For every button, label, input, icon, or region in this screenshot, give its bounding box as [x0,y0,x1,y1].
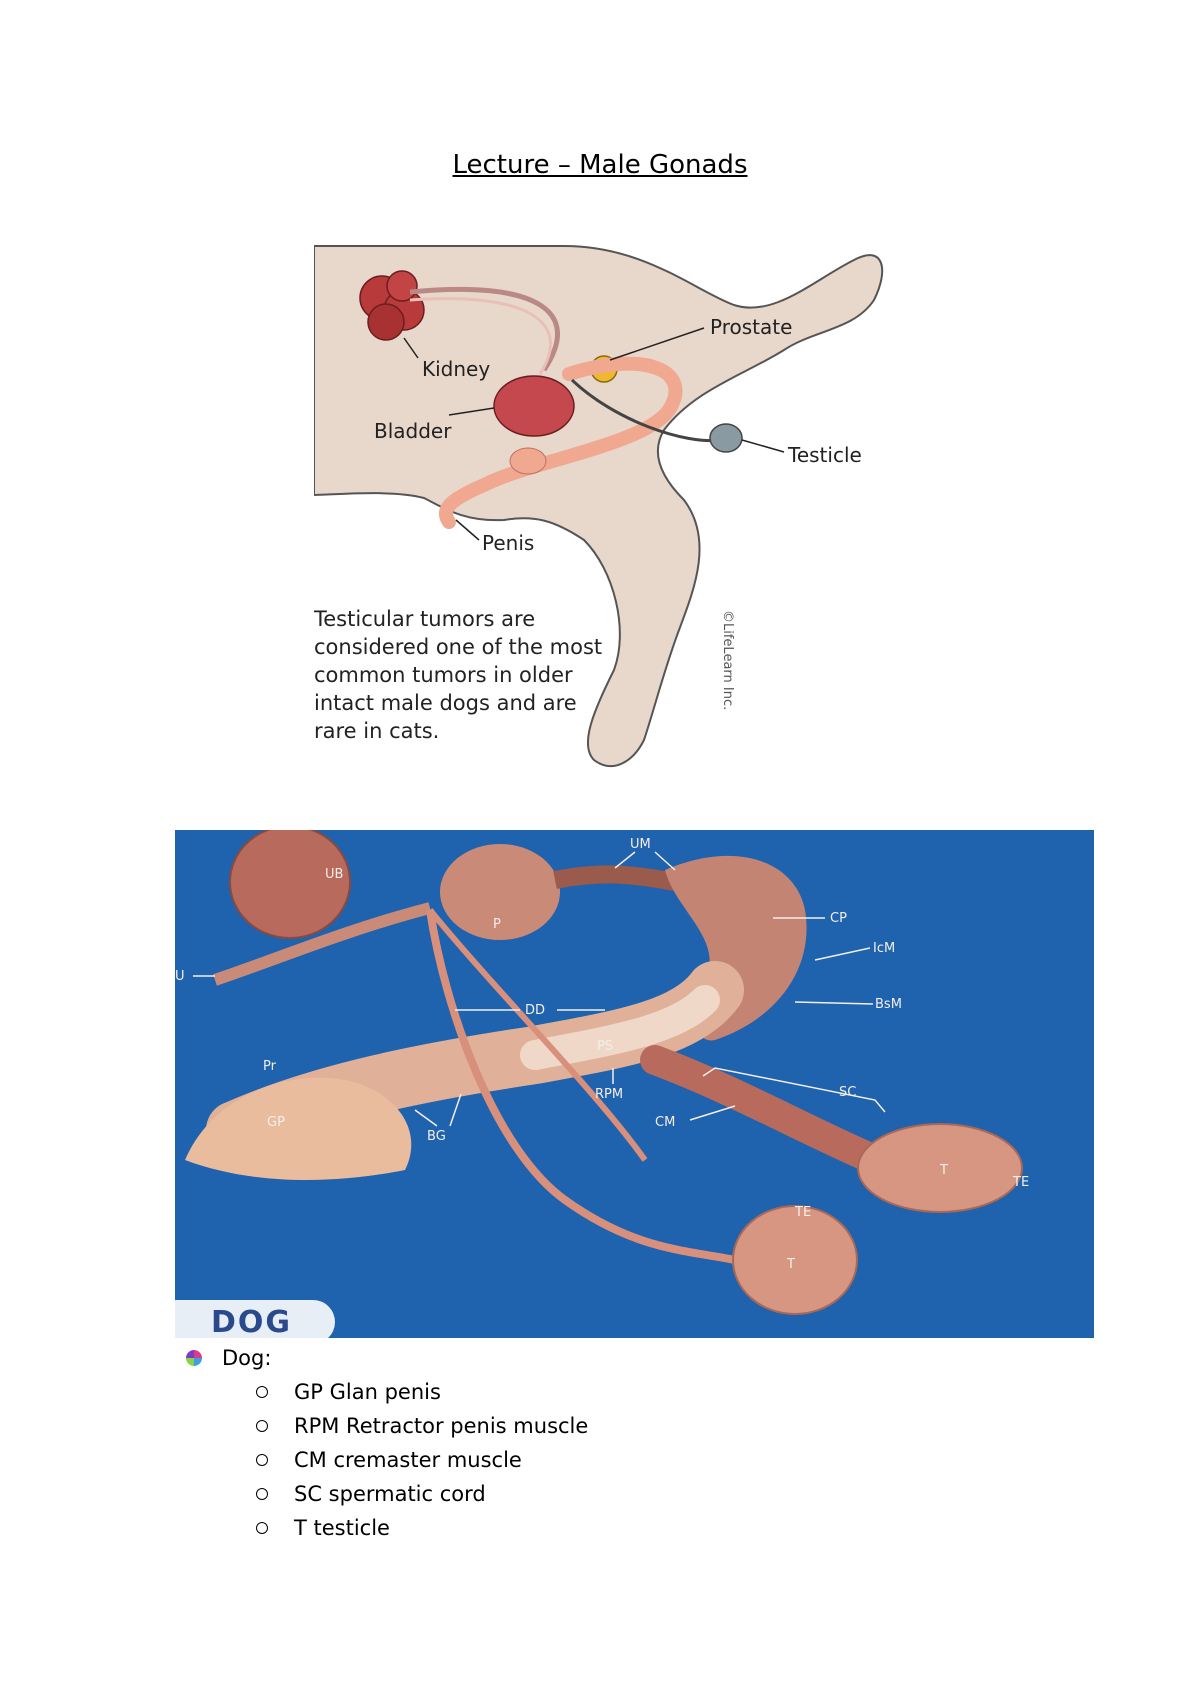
list-item: RPM Retractor penis muscle [256,1414,588,1438]
bladder-shape [493,375,575,437]
caption-line: rare in cats. [314,719,439,743]
label-kidney: Kidney [422,357,490,381]
circle-bullet-icon [256,1522,268,1534]
list-heading: Dog: [222,1346,272,1370]
circle-bullet-icon [256,1420,268,1432]
list-item: SC spermatic cord [256,1482,486,1506]
list-item-label: GP Glan penis [294,1380,441,1404]
tag-sc: SC [839,1085,856,1100]
tag-p: P [493,917,501,932]
tag-bsm: BsM [875,997,902,1012]
tag-t-bottom: T [786,1257,795,1272]
label-prostate: Prostate [710,315,792,339]
penis-shape [439,356,683,529]
tag-um: UM [630,837,651,852]
dog-dissection-photo: UB UM P CP IcM U DD BsM PS Pr RPM SC CM … [175,830,1094,1338]
tag-rpm: RPM [595,1087,623,1102]
glans-penis-shape [185,1077,412,1180]
prostate-shape [440,844,560,940]
testicle-bottom-shape [732,1205,858,1315]
list-item-label: T testicle [294,1516,390,1540]
list-item: GP Glan penis [256,1380,441,1404]
caption-line: considered one of the most [314,635,602,659]
list-item: T testicle [256,1516,390,1540]
circle-bullet-icon [256,1454,268,1466]
label-bladder: Bladder [374,419,452,443]
list-item-label: SC spermatic cord [294,1482,486,1506]
tag-ub: UB [325,867,343,882]
list-item-label: RPM Retractor penis muscle [294,1414,589,1438]
tag-t-right: T [939,1163,948,1178]
tag-te-bottom: TE [794,1205,811,1220]
dog-body-silhouette [314,245,884,767]
list-item: CM cremaster muscle [256,1448,522,1472]
caption-line: Testicular tumors are [314,607,535,631]
dog-anatomy-illustration: Kidney Bladder Prostate Testicle Penis T… [314,245,884,767]
label-testicle: Testicle [787,443,862,467]
page-title: Lecture – Male Gonads [452,150,748,180]
caption-line: common tumors in older [314,663,573,687]
tag-u: U [175,969,185,984]
urinary-bladder-shape [229,830,351,939]
testicle-shape [709,423,743,453]
tag-cm: CM [655,1115,675,1130]
tag-ps: PS [597,1039,613,1054]
caption-line: intact male dogs and are [314,691,577,715]
tag-cp: CP [830,911,847,926]
dog-badge-bg [175,1300,335,1338]
copyright-text: ©LifeLearn Inc. [720,610,735,710]
list-heading-item: Dog: [186,1346,271,1370]
dog-badge: DOG [211,1305,292,1338]
tag-icm: IcM [873,941,895,956]
tag-dd: DD [525,1003,545,1018]
circle-bullet-icon [256,1386,268,1398]
multicolor-bullet-icon [186,1350,202,1366]
circle-bullet-icon [256,1488,268,1500]
tag-gp: GP [267,1115,285,1130]
tag-te-right: TE [1012,1175,1029,1190]
list-item-label: CM cremaster muscle [294,1448,522,1472]
tag-bg: BG [427,1129,446,1144]
testicle-right-shape [857,1123,1023,1213]
label-penis: Penis [482,531,534,555]
tag-pr: Pr [263,1059,277,1074]
